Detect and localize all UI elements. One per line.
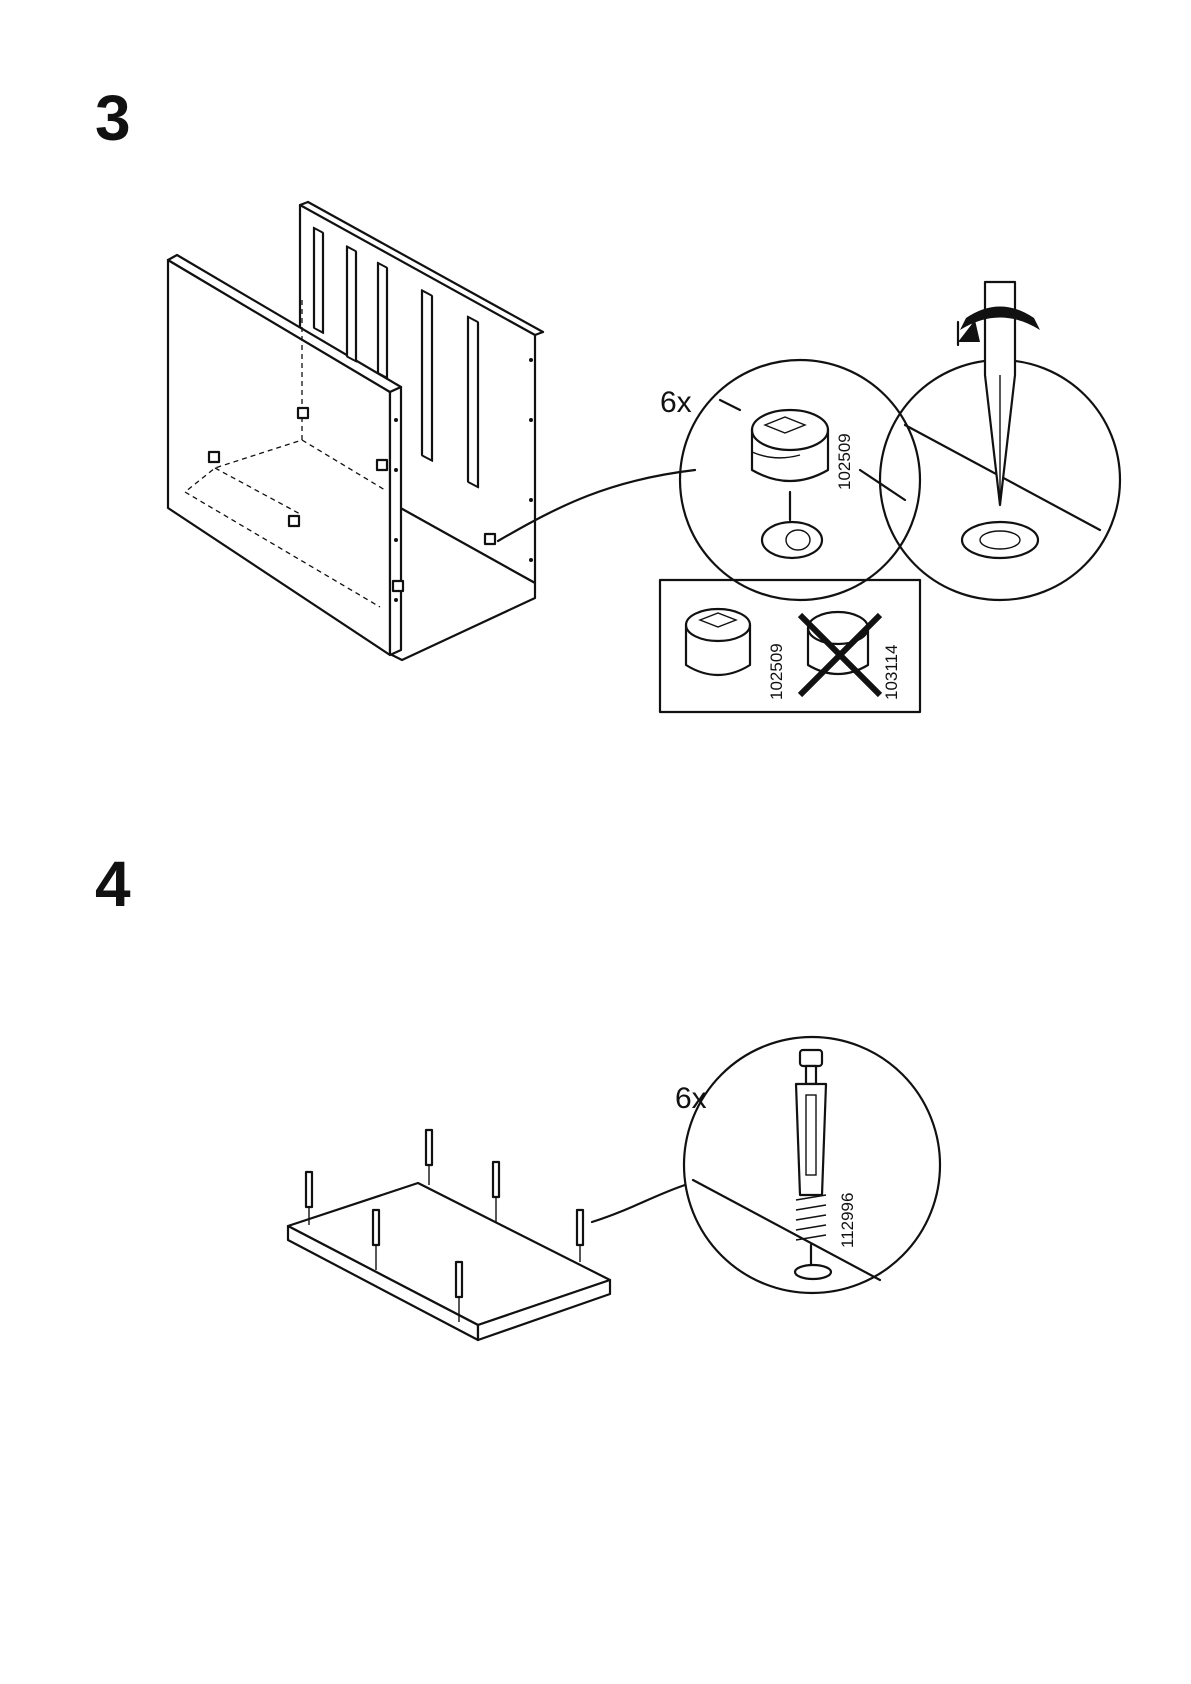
cam-bolt-detail: 6x 112996 [675,1037,940,1293]
correct-part-number: 102509 [767,643,786,700]
wrong-part-number: 103114 [882,645,901,700]
step-4-panel-illustration [288,1130,685,1340]
step-3-cabinet-illustration [168,202,695,660]
step-4-part-number: 112996 [838,1193,857,1248]
step-3-quantity: 6x [660,386,692,419]
step-4-quantity: 6x [675,1082,707,1115]
step-3-part-number: 102509 [835,433,854,490]
screwdriver-detail [880,282,1120,600]
